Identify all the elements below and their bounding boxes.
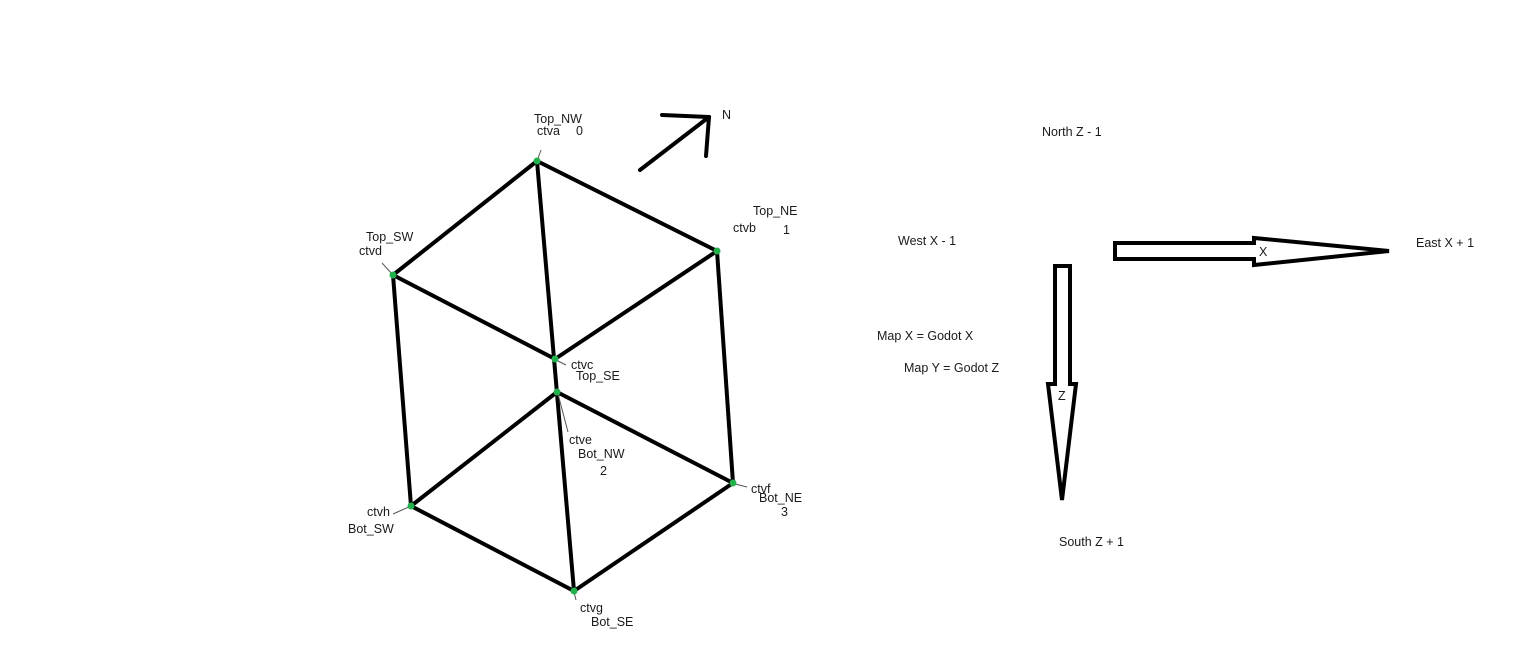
vertex-dot-top-sw — [389, 271, 397, 279]
north-arrow-head-top — [660, 113, 711, 119]
edge-top-nw-top-sw — [391, 159, 539, 277]
label-bot-sw: Bot_SW — [348, 522, 394, 536]
label-top-ne: Top_NE — [753, 204, 797, 218]
label-bot-se: Bot_SE — [591, 615, 633, 629]
label-top-sw: Top_SW — [366, 230, 413, 244]
edge-bot-nw-bot-sw — [409, 390, 559, 508]
vertex-dot-bot-nw — [553, 388, 561, 396]
label-ctvc: ctvc — [571, 358, 593, 372]
x-axis-label: X — [1259, 245, 1268, 259]
east-direction-label: East X + 1 — [1416, 236, 1474, 250]
edge-top-ne-top-se — [553, 249, 719, 361]
north-arrow-head-side — [704, 115, 711, 158]
edge-bot-nw-bot-ne — [555, 390, 735, 485]
north-arrow-shaft — [638, 115, 711, 172]
x-axis-arrow — [1113, 235, 1390, 268]
z-axis-arrow — [1045, 264, 1079, 501]
cube-edges — [391, 159, 735, 593]
edge-bot-ne-bot-se — [572, 481, 735, 593]
north-arrow-label: N — [722, 108, 731, 122]
edge-bot-sw-bot-se — [409, 504, 576, 593]
edge-top-nw-bot-se — [535, 159, 576, 593]
south-direction-label: South Z + 1 — [1059, 535, 1124, 549]
label-ctve: ctve — [569, 433, 592, 447]
vertex-dot-top-nw — [533, 157, 541, 165]
leader-ctve — [557, 393, 569, 433]
label-ctvg: ctvg — [580, 601, 603, 615]
label-bot-ne: Bot_NE — [759, 491, 802, 505]
label-bot-nw: Bot_NW — [578, 447, 625, 461]
edge-top-sw-top-se — [391, 273, 557, 361]
vertex-dot-bot-sw — [407, 502, 415, 510]
label-ctvb: ctvb — [733, 221, 756, 235]
edge-top-ne-bot-ne — [715, 249, 735, 485]
edge-top-nw-top-ne — [535, 159, 719, 253]
label-top-nw: Top_NW — [534, 112, 582, 126]
label-index-2: 2 — [600, 464, 607, 478]
vertex-dot-bot-ne — [729, 479, 737, 487]
vertex-dot-bot-se — [570, 587, 578, 595]
map-y-mapping: Map Y = Godot Z — [904, 361, 999, 375]
north-arrow — [638, 113, 711, 172]
label-ctvh: ctvh — [367, 505, 390, 519]
map-x-mapping: Map X = Godot X — [877, 329, 974, 343]
leader-lines — [381, 149, 748, 601]
label-top-se: Top_SE — [576, 369, 620, 383]
vertex-dots — [389, 157, 737, 595]
label-index-1: 1 — [783, 223, 790, 237]
west-direction-label: West X - 1 — [898, 234, 956, 248]
vertex-dot-top-ne — [713, 247, 721, 255]
z-axis-label: Z — [1058, 389, 1066, 403]
label-ctvd: ctvd — [359, 244, 382, 258]
label-ctvf: ctvf — [751, 482, 771, 496]
label-ctva: ctva — [537, 124, 560, 138]
leader-ctvf — [734, 483, 748, 488]
label-index-0: 0 — [576, 124, 583, 138]
vertex-dot-top-se — [551, 355, 559, 363]
edge-top-sw-bot-sw — [391, 273, 413, 508]
label-index-3: 3 — [781, 505, 788, 519]
north-direction-label: North Z - 1 — [1042, 125, 1102, 139]
